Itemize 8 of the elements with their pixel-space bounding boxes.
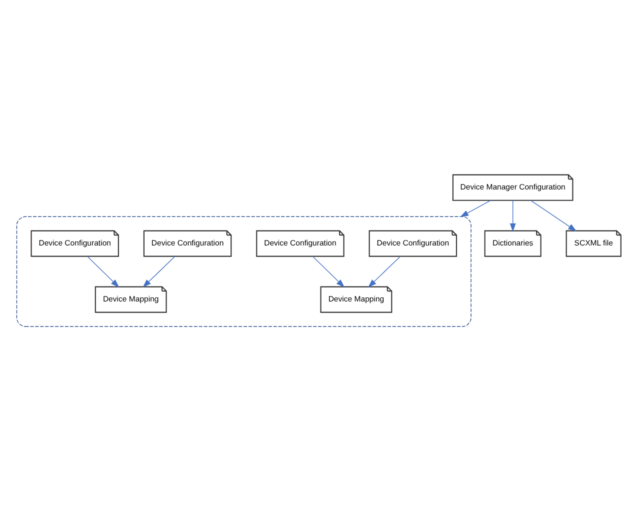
arrow [530,200,577,232]
cluster [16,216,472,327]
arrow [510,200,516,232]
arrow [86,256,120,288]
arrow [142,256,176,288]
arrow [460,200,492,218]
arrow [312,256,345,288]
arrow [368,256,401,288]
